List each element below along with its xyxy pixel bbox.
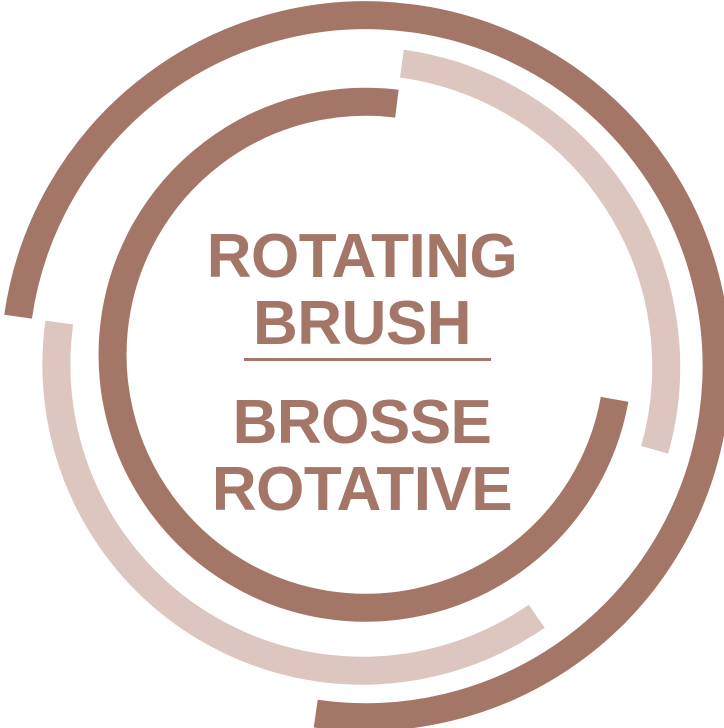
- french-line-2: ROTATIVE: [211, 455, 513, 524]
- french-label: BROSSE ROTATIVE: [0, 392, 724, 521]
- english-line-2: BRUSH: [253, 289, 471, 358]
- inner-dark-arc: [98, 87, 629, 622]
- outer-dark-arc: [4, 1, 724, 728]
- label-divider: [244, 358, 491, 361]
- english-line-1: ROTATING: [206, 222, 518, 291]
- french-line-1: BROSSE: [232, 388, 492, 457]
- light-arc-right: [399, 49, 681, 454]
- english-label: ROTATING BRUSH: [0, 226, 724, 355]
- light-arc-left: [42, 320, 545, 685]
